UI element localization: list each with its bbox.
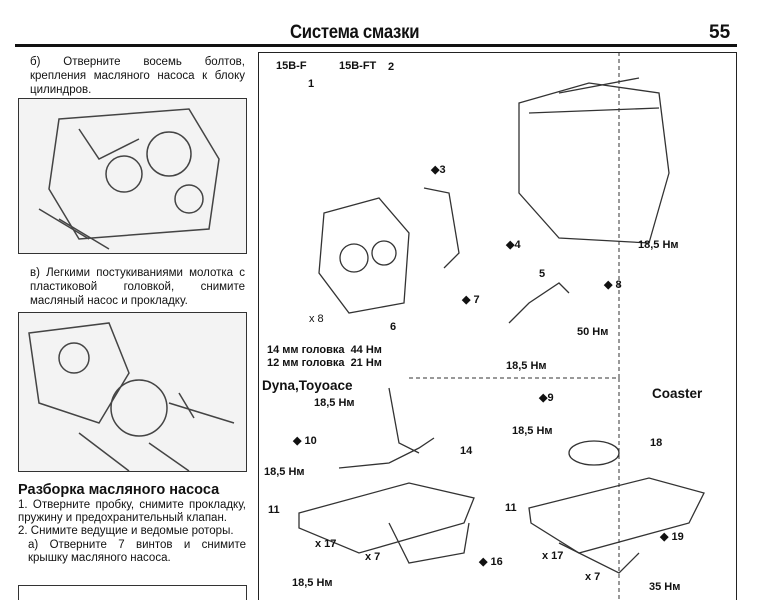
torque-18-5-coaster: 18,5 Нм (512, 425, 553, 437)
part-3: ◆3 (431, 164, 446, 176)
engine-photo-illustration (38, 108, 220, 250)
torque-18-5-dyna-bracket: 18,5 Нм (314, 397, 355, 409)
diagram-drawing (298, 53, 705, 600)
disassembly-steps: 1. Отверните пробку, снимите прокладку, … (18, 499, 246, 565)
part-7: ◆ 7 (462, 294, 480, 306)
nut-count-x7-dyna: x 7 (365, 551, 381, 563)
part-18: 18 (650, 437, 663, 449)
nut-count-x7-coaster: x 7 (585, 571, 601, 583)
variant-15b-f: 15B-F (276, 60, 307, 72)
torque-18-5-pan-bolts: 18,5 Нм (292, 577, 333, 589)
torque-18-5-block: 18,5 Нм (638, 239, 679, 251)
part-6: 6 (390, 321, 397, 333)
page-number: 55 (709, 22, 731, 43)
step-b-text: б) Отверните восемь болтов, крепления ма… (30, 56, 245, 96)
torque-12mm: 12 мм головка 21 Нм (267, 357, 382, 369)
part-9: ◆9 (539, 392, 554, 404)
part-11-dyna: 11 (268, 504, 280, 516)
part-4: ◆4 (506, 239, 521, 251)
step-2a: а) Отверните 7 винтов и снимите крышку м… (28, 538, 246, 564)
bolt-count-x17-dyna: x 17 (315, 538, 337, 550)
part-14: 14 (460, 445, 473, 457)
step-2: 2. Снимите ведущие и ведомые роторы. (18, 525, 234, 538)
header-rule (15, 44, 737, 47)
part-11-coaster: 11 (505, 502, 517, 514)
variant-coaster: Coaster (652, 386, 703, 401)
variant-dyna-toyoace: Dyna,Toyoace (262, 378, 353, 393)
photo-pump-removal (18, 312, 247, 472)
page-title: Система смазки (290, 22, 420, 43)
hammer-photo-illustration (28, 322, 235, 471)
part-8: ◆ 8 (604, 279, 622, 291)
torque-18-5-strainer: 18,5 Нм (506, 360, 547, 372)
part-16: ◆ 16 (479, 556, 503, 568)
photo-oil-pump-bolts (18, 98, 247, 254)
section-title: Разборка масляного насоса (18, 482, 220, 498)
part-10: ◆ 10 (293, 435, 317, 447)
variant-15b-ft: 15B-FT (339, 60, 377, 72)
bolt-count-x17-coaster: x 17 (542, 550, 564, 562)
torque-50: 50 Нм (577, 326, 609, 338)
torque-35-drain: 35 Нм (649, 581, 681, 593)
step-1: 1. Отверните пробку, снимите прокладку, … (18, 499, 246, 525)
part-5: 5 (539, 268, 546, 280)
step-v-text: в) Легкими постукиваниями молотка с плас… (30, 267, 245, 307)
bolt-count-x8: x 8 (309, 313, 324, 325)
photo-box-bottom (18, 585, 247, 600)
torque-18-5-dyna-strainer: 18,5 Нм (264, 466, 305, 478)
part-2: 2 (388, 61, 395, 73)
part-19: ◆ 19 (660, 531, 684, 543)
part-1: 1 (308, 78, 315, 90)
torque-14mm: 14 мм головка 44 Нм (267, 344, 382, 356)
exploded-diagram: 15B-F 15B-FT 1 2 ◆3 ◆4 18,5 Нм 5 ◆ 7 ◆ 8… (258, 52, 737, 600)
